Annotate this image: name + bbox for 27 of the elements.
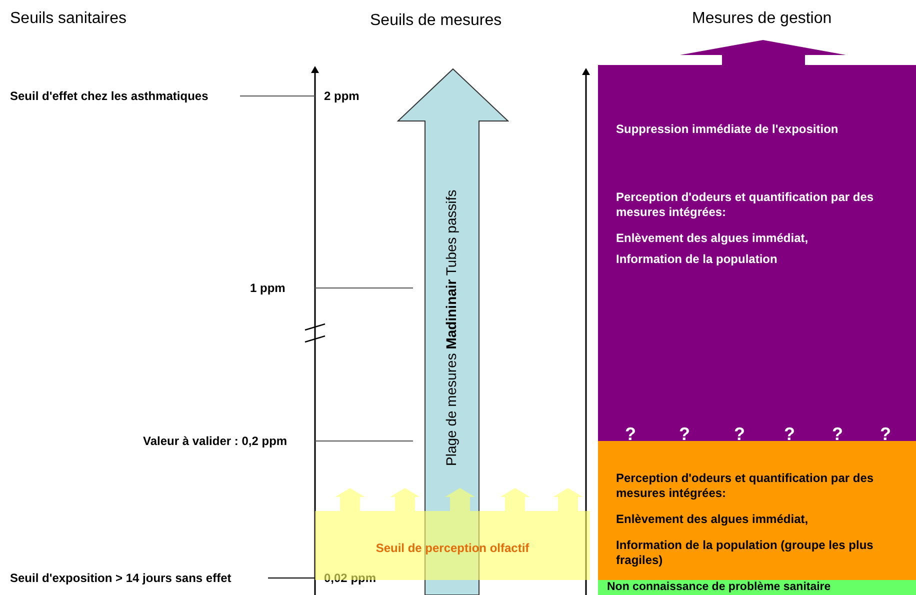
- action-text: Information de la population: [616, 252, 778, 267]
- action-text: Enlèvement des algues immédiat,: [616, 512, 810, 527]
- column-heading: Mesures de gestion: [692, 10, 832, 28]
- action-text: Suppression immédiate de l'exposition: [616, 122, 840, 137]
- management-box: [598, 441, 916, 580]
- threshold-label: Seuil d'effet chez les asthmatiques: [10, 89, 208, 103]
- action-text: Perception d'odeurs et quantification par des mesures intégrées:: [616, 471, 875, 501]
- threshold-label: Valeur à valider : 0,2 ppm: [143, 434, 288, 448]
- question-mark: ?: [784, 427, 796, 442]
- band-label: Non connaissance de problème sanitaire: [607, 581, 832, 594]
- value-label: 2 ppm: [324, 89, 360, 103]
- action-text: Information de la population (groupe les plus fragiles): [616, 538, 874, 568]
- question-mark: ?: [734, 427, 746, 442]
- management-box: [598, 40, 916, 441]
- question-mark: ?: [625, 427, 637, 442]
- threshold-label: Seuil d'exposition > 14 jours sans effet: [10, 571, 232, 585]
- band-label: Seuil de perception olfactif: [374, 541, 530, 556]
- column-heading: Seuils sanitaires: [10, 10, 126, 28]
- value-label: 1 ppm: [250, 281, 286, 295]
- question-mark: ?: [880, 427, 892, 442]
- action-text: Perception d'odeurs et quantification par des mesures intégrées:: [616, 190, 875, 220]
- question-mark: ?: [679, 427, 691, 442]
- status-band: [598, 580, 916, 595]
- action-text: Enlèvement des algues immédiat,: [616, 231, 810, 246]
- column-heading: Seuils de mesures: [370, 12, 502, 30]
- question-mark: ?: [832, 427, 844, 442]
- arrow-label: Plage de mesures Madininair Tubes passifs: [444, 190, 459, 466]
